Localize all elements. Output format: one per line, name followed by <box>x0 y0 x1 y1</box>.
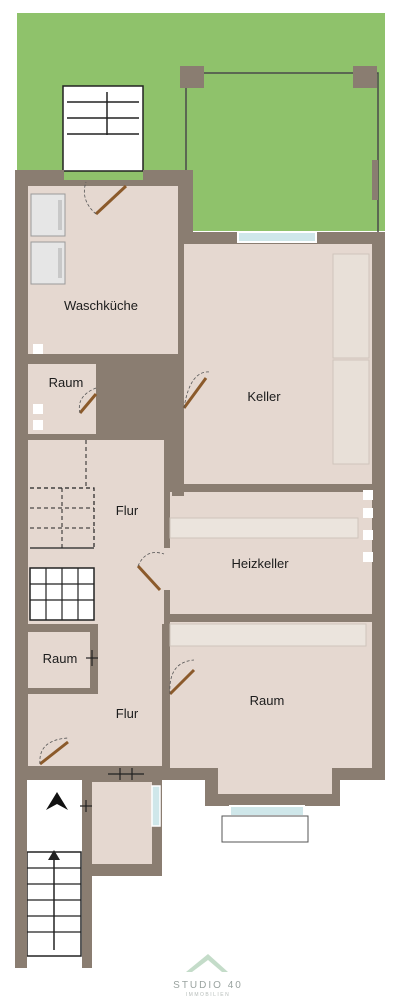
entrance-stairs <box>26 850 82 957</box>
logo: STUDIO 40 IMMOBILIEN <box>173 954 243 998</box>
logo-brand: STUDIO 40 <box>173 980 243 991</box>
door-swings <box>39 181 211 765</box>
label-keller: Keller <box>247 389 281 404</box>
doors <box>39 184 208 766</box>
label-flur-upper: Flur <box>116 503 139 518</box>
logo-sub: IMMOBILIEN <box>186 992 230 998</box>
washing-machines <box>30 193 66 285</box>
label-flur-lower: Flur <box>116 706 139 721</box>
shelves <box>169 253 370 647</box>
house-logo-icon <box>186 954 228 972</box>
label-heizkeller: Heizkeller <box>231 556 289 571</box>
inner-stairs <box>29 440 95 621</box>
label-raum-small: Raum <box>49 375 84 390</box>
windows <box>151 231 317 843</box>
label-raum-left: Raum <box>43 651 78 666</box>
tick-marks <box>80 650 144 812</box>
label-raum-large: Raum <box>250 693 285 708</box>
north-arrow-icon <box>46 792 68 810</box>
label-waschkueche: Waschküche <box>64 298 138 313</box>
wall-fixtures <box>33 344 373 562</box>
interior-walls <box>15 186 372 780</box>
garden-stairs <box>62 85 144 172</box>
entrance-walls <box>15 780 162 968</box>
